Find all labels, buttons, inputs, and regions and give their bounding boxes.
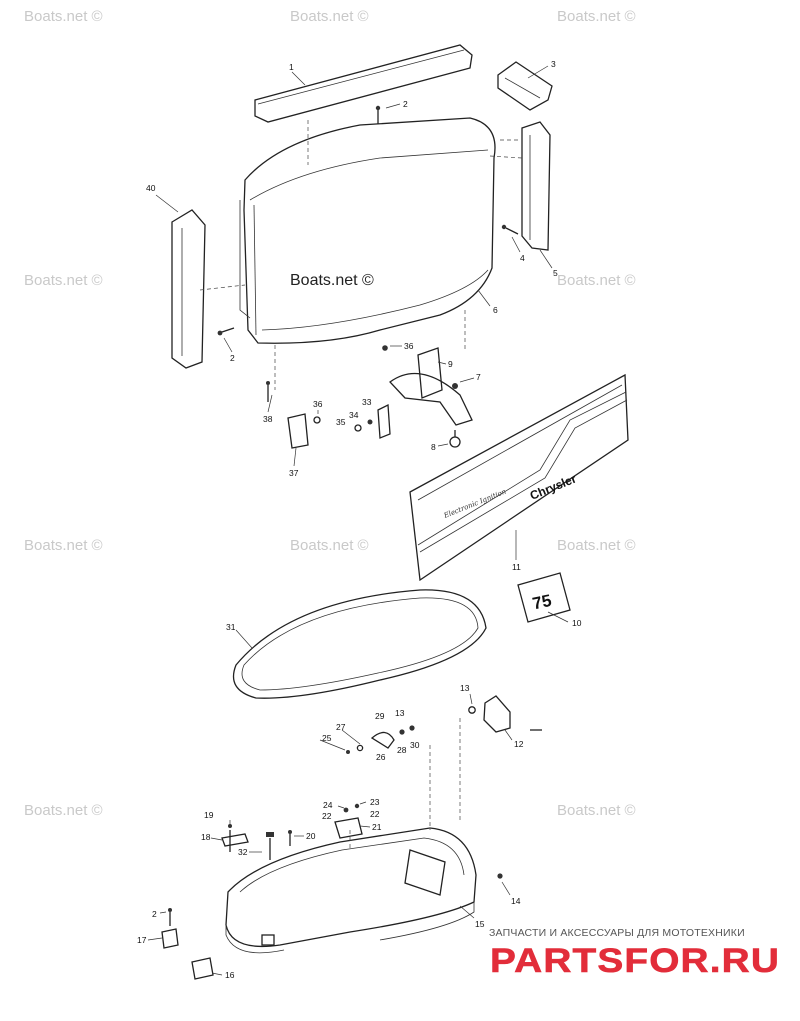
callout-13: 13 <box>395 708 405 718</box>
brand-tagline: ЗАПЧАСТИ И АКСЕССУАРЫ ДЛЯ МОТОТЕХНИКИ <box>489 927 745 939</box>
lower-pan <box>161 695 542 980</box>
callout-2: 2 <box>403 99 408 109</box>
callout-2: 2 <box>230 353 235 363</box>
model-badge: 75 <box>517 572 571 623</box>
callout-2: 2 <box>152 909 157 919</box>
callout-20: 20 <box>306 831 316 841</box>
cowl-seal <box>232 589 487 699</box>
callout-21: 21 <box>372 822 382 832</box>
callout-35: 35 <box>336 417 346 427</box>
callout-16: 16 <box>225 970 235 980</box>
callout-13: 13 <box>460 683 470 693</box>
callout-9: 9 <box>448 359 453 369</box>
callout-31: 31 <box>226 622 236 632</box>
callout-numbers: 1 2 3 4 5 6 40 2 36 9 7 33 34 35 36 38 3… <box>137 59 582 980</box>
upper-cowl <box>171 44 553 390</box>
callout-36: 36 <box>404 341 414 351</box>
callout-4: 4 <box>520 253 525 263</box>
decal-script: Electronic Ignition <box>442 487 508 520</box>
callout-26: 26 <box>376 752 386 762</box>
callout-34: 34 <box>349 410 359 420</box>
callout-25: 25 <box>322 733 332 743</box>
callout-40: 40 <box>146 183 156 193</box>
callout-5: 5 <box>553 268 558 278</box>
callout-36: 36 <box>313 399 323 409</box>
callout-22: 22 <box>322 811 332 821</box>
callout-12: 12 <box>514 739 524 749</box>
callout-10: 10 <box>572 618 582 628</box>
badge-number: 75 <box>531 591 553 614</box>
callout-1: 1 <box>289 62 294 72</box>
watermark-main: Boats.net © <box>290 272 374 289</box>
callout-19: 19 <box>204 810 214 820</box>
latch-hardware <box>266 345 473 449</box>
callout-22: 22 <box>370 809 380 819</box>
callout-8: 8 <box>431 442 436 452</box>
callout-7: 7 <box>476 372 481 382</box>
callout-38: 38 <box>263 414 273 424</box>
callout-17: 17 <box>137 935 147 945</box>
callout-3: 3 <box>551 59 556 69</box>
callout-32: 32 <box>238 847 248 857</box>
callout-6: 6 <box>493 305 498 315</box>
callout-11: 11 <box>512 562 521 572</box>
callout-27: 27 <box>336 722 346 732</box>
callout-37: 37 <box>289 468 299 478</box>
callout-14: 14 <box>511 896 521 906</box>
callout-29: 29 <box>375 711 385 721</box>
callout-28: 28 <box>397 745 407 755</box>
callout-24: 24 <box>323 800 333 810</box>
decal-brand: Chrysler <box>528 471 579 502</box>
partsfor-logo: PARTSFOR.RU <box>490 942 780 980</box>
callout-33: 33 <box>362 397 372 407</box>
logo-text: PARTSFOR.RU <box>490 942 780 980</box>
callout-18: 18 <box>201 832 211 842</box>
callout-30: 30 <box>410 740 420 750</box>
callout-23: 23 <box>370 797 380 807</box>
callout-15: 15 <box>475 919 485 929</box>
leader-lines <box>147 65 569 976</box>
